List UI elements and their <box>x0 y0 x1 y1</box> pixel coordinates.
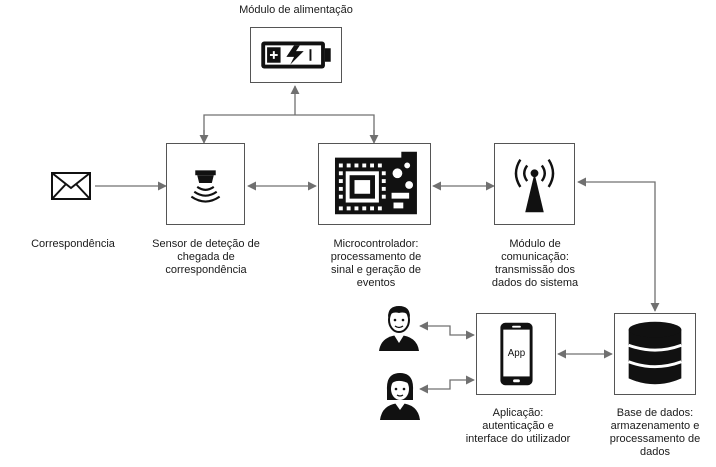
comms-label: Módulo de comunicação: transmissão dos d… <box>491 238 579 289</box>
power-module-box <box>250 27 342 83</box>
envelope-icon <box>51 172 91 200</box>
mail-node <box>51 172 91 200</box>
man-icon <box>379 306 419 351</box>
mail-label: Correspondência <box>31 238 115 250</box>
mcu-box <box>318 143 431 225</box>
power-bus <box>203 114 375 141</box>
sensor-icon <box>190 170 221 203</box>
user-male <box>378 303 420 351</box>
sensor-box <box>166 143 245 225</box>
comms-box <box>494 143 575 225</box>
arrow-app-woman <box>419 375 475 394</box>
app-label: Aplicação: autenticação e interface do u… <box>465 407 571 445</box>
arrow-app-man <box>419 321 475 340</box>
arrow-comms-database <box>577 177 660 312</box>
sensor-label: Sensor de deteção de chegada de correspo… <box>152 238 260 276</box>
app-box: App <box>476 313 556 395</box>
power-module-label: Módulo de alimentação <box>239 4 353 16</box>
database-icon <box>628 321 682 385</box>
antenna-icon <box>514 158 555 213</box>
woman-icon <box>380 373 420 420</box>
app-screen-text: App <box>508 348 526 359</box>
battery-charging-icon <box>261 41 331 69</box>
database-box <box>614 313 696 395</box>
circuit-board-icon <box>334 151 417 215</box>
smartphone-icon: App <box>500 322 533 386</box>
database-label: Base de dados: armazenamento e processam… <box>609 407 701 458</box>
mcu-label: Microcontrolador: processamento de sinal… <box>330 238 422 289</box>
user-female <box>378 370 422 420</box>
